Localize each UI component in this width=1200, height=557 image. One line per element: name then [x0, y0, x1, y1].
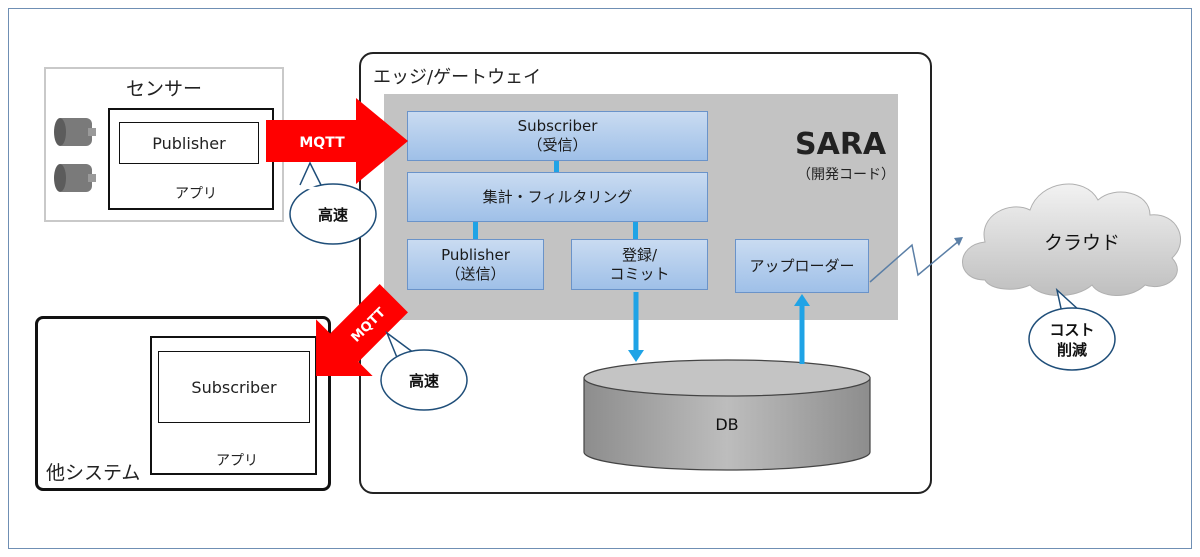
- bubble-cost: コスト 削減: [1028, 287, 1116, 371]
- sara-aggregate-box: 集計・フィルタリング: [407, 172, 708, 222]
- uploader-cloud-link: [869, 237, 963, 283]
- arrow-db-to-uploader: [794, 294, 810, 364]
- sara-register-sublabel: コミット: [609, 264, 670, 283]
- sara-aggregate-label: 集計・フィルタリング: [482, 187, 633, 206]
- arrow-register-to-db: [628, 292, 644, 362]
- sara-uploader-label: アップローダー: [749, 256, 855, 275]
- other-system-title: 他システム: [46, 462, 141, 484]
- connector-subscriber-aggregate: [554, 158, 559, 174]
- sensor-title: センサー: [126, 78, 203, 100]
- sara-subscriber-box: Subscriber （受信）: [407, 111, 708, 161]
- connector-aggregate-publisher: [473, 220, 478, 242]
- bubble-cost-text-2: 削減: [1057, 341, 1087, 359]
- sensor-publisher-box: Publisher: [119, 122, 259, 164]
- bubble-fast-bottom-text: 高速: [409, 372, 439, 390]
- sara-subscriber-sublabel: （受信）: [527, 136, 588, 154]
- db-label: DB: [715, 415, 738, 434]
- outer-frame: [8, 8, 1192, 549]
- bubble-cost-text-1: コスト: [1049, 321, 1094, 339]
- sensor-device-icon: [54, 118, 96, 146]
- edge-gateway-title: エッジ/ゲートウェイ: [373, 67, 542, 88]
- sara-register-box: 登録/ コミット: [571, 239, 708, 290]
- sara-register-label: 登録/: [621, 245, 658, 264]
- sara-publisher-box: Publisher （送信）: [407, 239, 544, 290]
- bubble-fast-top: 高速: [289, 161, 377, 245]
- sara-uploader-box: アップローダー: [735, 239, 869, 293]
- other-subscriber-box: Subscriber: [158, 351, 310, 423]
- cloud-shape: クラウド: [962, 183, 1181, 296]
- connector-aggregate-register: [633, 220, 638, 242]
- sara-subscriber-label: Subscriber: [517, 117, 598, 136]
- cloud-label: クラウド: [1044, 232, 1120, 254]
- sara-publisher-sublabel: （送信）: [445, 264, 506, 283]
- sara-publisher-label: Publisher: [441, 245, 510, 264]
- sensor-device-icon: [54, 164, 96, 192]
- sara-title: SARA: [795, 127, 887, 162]
- sensor-devices: [54, 118, 96, 192]
- db-cylinder: DB: [583, 359, 871, 471]
- other-app-label: アプリ: [216, 453, 258, 469]
- bubble-fast-top-text: 高速: [318, 206, 348, 224]
- mqtt-arrow-in-label: MQTT: [299, 135, 345, 151]
- sara-subtitle: （開発コード）: [797, 167, 895, 183]
- sensor-app-label: アプリ: [175, 186, 217, 202]
- mqtt-arrow-in: MQTT: [266, 98, 408, 184]
- bubble-fast-bottom: 高速: [380, 330, 468, 411]
